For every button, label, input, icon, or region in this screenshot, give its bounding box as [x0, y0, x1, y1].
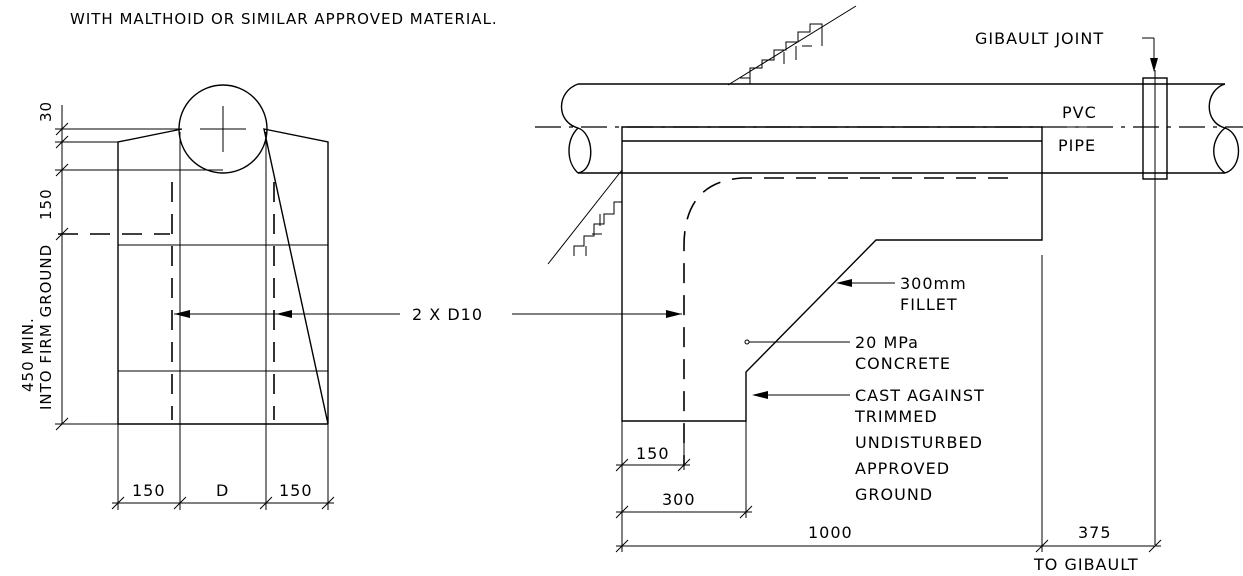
- section-dim-into-ground: INTO FIRM GROUND: [37, 244, 55, 410]
- pvc-label: PVC: [1062, 103, 1097, 122]
- pipe-left-break: [561, 83, 592, 174]
- tick: [55, 135, 69, 149]
- cast-label-5: GROUND: [855, 485, 933, 504]
- concrete-label-2: CONCRETE: [855, 354, 951, 373]
- dim-375: 375: [1078, 523, 1112, 542]
- soil-hatch-top: [740, 23, 823, 84]
- tick: [615, 458, 629, 472]
- arrow-head: [1150, 58, 1158, 72]
- pipe-label: PIPE: [1058, 136, 1096, 155]
- arrow-head: [836, 279, 852, 287]
- tick: [1035, 539, 1049, 553]
- thrust-block-outline: [621, 126, 1043, 422]
- tick: [1148, 539, 1162, 553]
- section-dim-150-right: 150: [279, 481, 313, 500]
- tick: [615, 539, 629, 553]
- concrete-label-1: 20 MPa: [855, 333, 919, 352]
- cast-label-4: APPROVED: [855, 459, 950, 478]
- tick: [615, 505, 629, 519]
- tick: [173, 496, 187, 510]
- soil-line-left: [547, 169, 623, 265]
- cast-label-1: CAST AGAINST: [855, 386, 985, 405]
- tick: [739, 505, 753, 519]
- section-dim-150-vertical: 150: [37, 188, 55, 220]
- pipe-right-break: [1208, 83, 1240, 174]
- soil-hatch-left: [573, 201, 622, 256]
- tick: [259, 496, 273, 510]
- tick: [677, 458, 691, 472]
- tick: [55, 163, 69, 177]
- tick: [111, 496, 125, 510]
- dim-1000: 1000: [808, 523, 853, 542]
- fillet-label-2: FILLET: [900, 295, 958, 314]
- elevation-bar: [683, 177, 1008, 466]
- section-view: 30 150 450 MIN. INTO FIRM GROUND 150 D 1…: [19, 84, 335, 510]
- section-dim-d: D: [216, 481, 229, 500]
- dim-150: 150: [636, 444, 670, 463]
- dim-300: 300: [662, 490, 696, 509]
- concrete-dot: [744, 339, 750, 345]
- cast-label-2: TRIMMED: [854, 407, 938, 426]
- section-dim-150-left: 150: [132, 481, 166, 500]
- arrow-head: [666, 310, 682, 318]
- arrow-head: [752, 391, 768, 399]
- top-note: WITH MALTHOID OR SIMILAR APPROVED MATERI…: [70, 10, 498, 28]
- soil-line-top: [727, 5, 857, 86]
- fillet-label-1: 300mm: [900, 274, 967, 293]
- reinforcement-callout: 2 X D10: [174, 305, 682, 324]
- arrow-head: [174, 310, 190, 318]
- section-dim-450: 450 MIN.: [19, 317, 37, 392]
- tick: [55, 417, 69, 431]
- section-dim-30: 30: [37, 101, 55, 122]
- cast-label-3: UNDISTURBED: [855, 433, 983, 452]
- elevation-view: PVC PIPE GIBAULT JOINT 300mm FILLET 20 M…: [535, 5, 1243, 574]
- reinforcement-label: 2 X D10: [412, 305, 483, 324]
- tick: [55, 122, 69, 136]
- gibault-joint-label: GIBAULT JOINT: [975, 29, 1104, 48]
- tick: [55, 227, 69, 241]
- to-gibault-label: TO GIBAULT: [1033, 555, 1139, 574]
- tick: [321, 496, 335, 510]
- arrow-head: [276, 310, 292, 318]
